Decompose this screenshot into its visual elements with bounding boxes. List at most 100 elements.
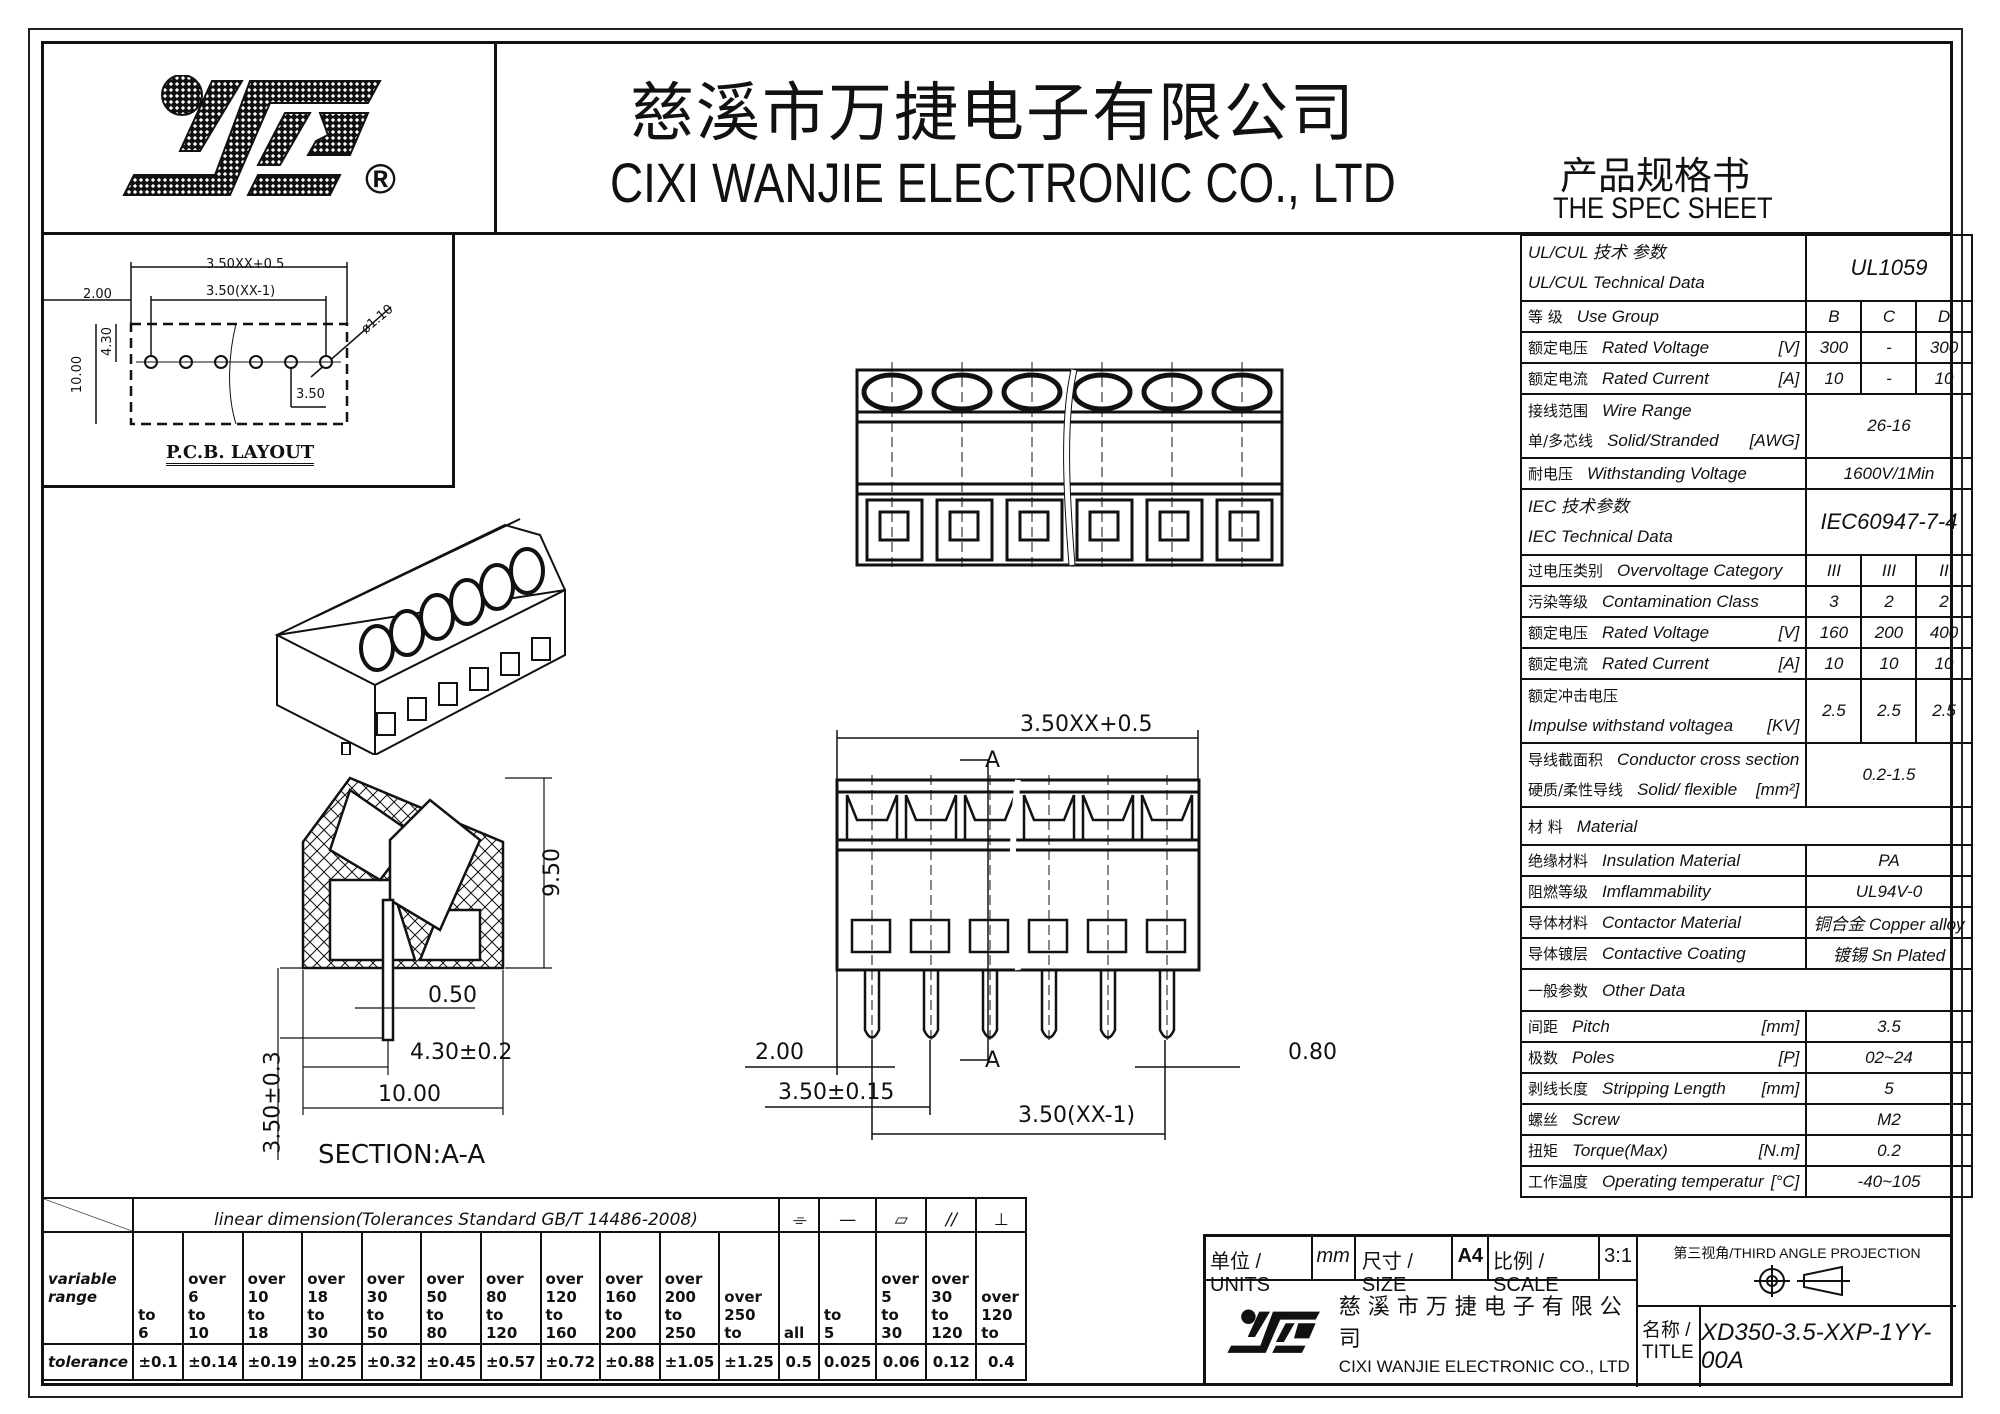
cell: II [1915,554,1973,587]
row-unit: [A] [1778,368,1800,388]
conductor-value: 0.2-1.5 [1805,742,1973,808]
projection-label: 第三视角/THIRD ANGLE PROJECTION [1673,1245,1921,1261]
cell: 铜合金 Copper alloy [1805,906,1973,939]
row-unit: [AWG] [1749,431,1800,450]
company-name-cn: 慈溪市万捷电子有限公司 [630,77,1356,151]
cell: -40~105 [1805,1165,1973,1198]
row-cn: 剥线长度 [1528,1080,1589,1098]
row-en: Wire Range [1602,401,1692,420]
pcb-dim-edge: 2.00 [83,287,112,302]
row-en: Operating temperatur [1602,1172,1764,1191]
row-unit: [N.m] [1758,1140,1800,1160]
use-group-en: Use Group [1576,307,1659,326]
cell: UL94V-0 [1805,875,1973,908]
top-view-drawing [855,362,1284,572]
section-title: SECTION:A-A [318,1140,486,1170]
isometric-view-drawing [274,518,567,755]
row-en: Solid/ flexible [1637,780,1738,799]
cell: 10 [1915,362,1973,395]
pcb-dim-row-offset: 4.30 [99,327,115,356]
tolerance-cell: ±1.25 [718,1343,780,1381]
tolerance-standard: linear dimension(Tolerances Standard GB/… [132,1197,780,1233]
row-cn: 导体材料 [1528,914,1589,932]
tolerance-cell: ±0.45 [420,1343,482,1381]
front-dim-pin: 0.80 [1288,1040,1337,1065]
tb-company-cn: 慈 溪 市 万 捷 电 子 有 限 公 司 [1338,1295,1622,1352]
cell: 160 [1805,616,1863,649]
use-group-cn: 等 级 [1528,308,1563,326]
front-dim-edge: 2.00 [755,1040,804,1065]
pcb-layout-drawing [41,262,392,426]
tolerance-cell: ±0.57 [479,1343,542,1381]
tolerance-label: tolerance [41,1343,135,1381]
pcb-dim-depth: 10.00 [70,355,86,394]
ul-standard: UL1059 [1805,234,1973,302]
row-en: Screw [1572,1110,1620,1129]
tolerance-cell: ±0.14 [182,1343,244,1381]
row-cn: 额定电压 [1528,339,1589,357]
doc-type-en: THE SPEC SHEET [1553,192,1773,225]
row-cn: 耐电压 [1528,465,1574,483]
cell: 400 [1915,616,1973,649]
scale-value: 3:1 [1604,1245,1632,1267]
pcb-dim-pitch: 3.50 [296,387,325,402]
row-cn: 过电压类别 [1528,562,1604,580]
row-cn: 间距 [1528,1018,1559,1036]
pcb-layout-panel: 3.50XX+0.5 3.50(XX-1) 2.00 10.00 4.30 3.… [41,232,455,488]
row-cn: 扭矩 [1528,1142,1559,1160]
tolerance-cell: ±0.1 [132,1343,185,1381]
row-cn: 阻燃等级 [1528,883,1589,901]
group-c: C [1860,300,1918,333]
registered-mark: ® [365,155,396,202]
yjd-logo-icon [122,74,382,196]
company-name-en: CIXI WANJIE ELECTRONIC CO., LTD [610,151,1396,214]
row-en: Pitch [1572,1017,1610,1036]
part-number: XD350-3.5-XXP-1YY-00A [1701,1319,1932,1374]
row-en: Overvoltage Category [1617,561,1783,580]
cell: - [1860,362,1918,395]
iec-header-en: IEC Technical Data [1528,527,1673,546]
iec-header-cn: IEC 技术参数 [1528,497,1630,516]
range-cell: all [777,1231,820,1345]
row-en: Rated Current [1602,654,1709,673]
row-cn: 工作温度 [1528,1173,1589,1191]
section-mark-top: A [985,748,1001,773]
cell: 02~24 [1805,1041,1973,1074]
straightness-icon: — [817,1197,878,1233]
title-block-info-row: 单位 / UNITS mm 尺寸 / SIZE A4 比例 / SCALE 3:… [1206,1237,1636,1296]
row-en: Contactive Coating [1602,944,1746,963]
tolerance-cell: 0.12 [925,1343,978,1381]
row-unit: [V] [1778,337,1800,357]
row-en: Withstanding Voltage [1587,464,1747,483]
cell: 镀锡 Sn Plated [1805,937,1973,970]
cell: 3.5 [1805,1010,1973,1043]
projection-cell: 第三视角/THIRD ANGLE PROJECTION [1636,1237,1956,1307]
section-en: Other Data [1602,980,1686,1000]
units-value: mm [1313,1237,1356,1279]
row-cn: 螺丝 [1528,1111,1559,1129]
pcb-layout-title: P.C.B. LAYOUT [166,442,315,466]
row-unit: [mm²] [1755,780,1800,799]
tolerance-cell: ±0.88 [599,1343,661,1381]
logo-divider [494,41,497,233]
scale-label: 比例 / SCALE [1489,1237,1601,1296]
row-cn: 硬质/柔性导线 [1528,781,1624,799]
